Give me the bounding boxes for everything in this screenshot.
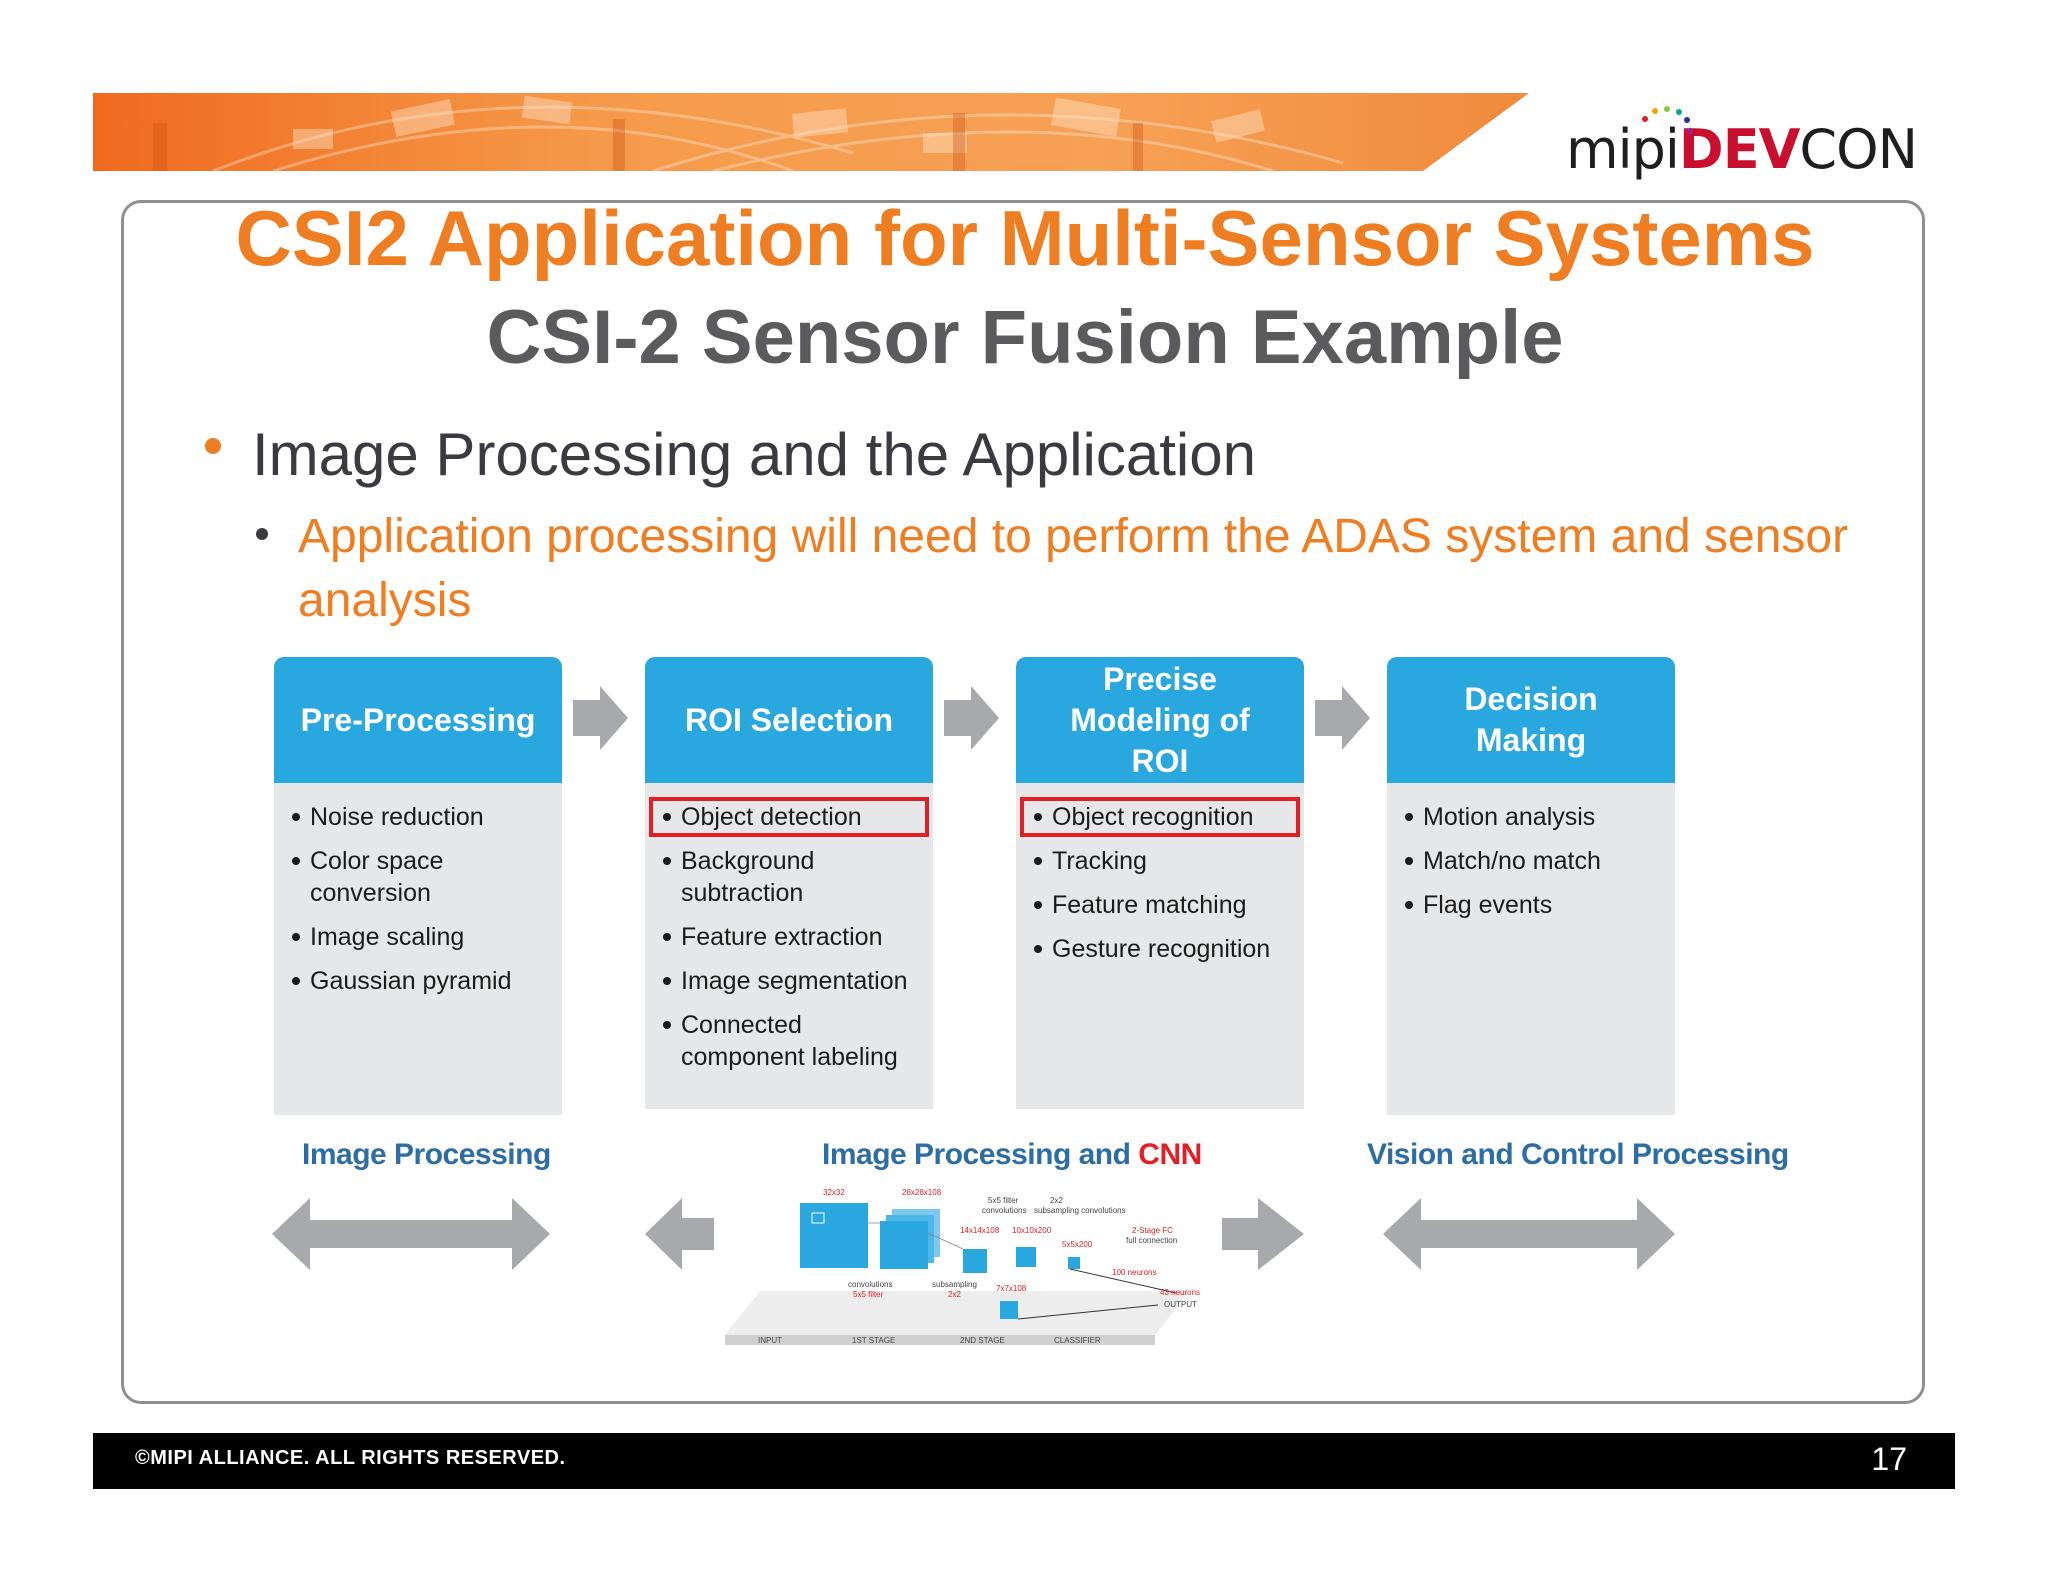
bullet-level2: Application processing will need to perf… xyxy=(298,510,1849,627)
cnn-network-graphic: 32x32 28x28x108 5x5 filter convolutions … xyxy=(725,1188,1200,1345)
logo-mipi: mipi xyxy=(1566,118,1680,181)
stage-items: Motion analysis Match/no match Flag even… xyxy=(1387,783,1675,921)
stage-items: Object detection Background subtraction … xyxy=(645,783,933,1073)
cnn-label: 2x2 xyxy=(1050,1196,1063,1205)
logo-con: CON xyxy=(1799,118,1918,181)
arrow-right-icon xyxy=(1222,1198,1304,1270)
stage-item: Feature matching xyxy=(1028,889,1292,921)
logo-dot xyxy=(1642,116,1648,122)
stage-title: ROI Selection xyxy=(645,657,933,783)
category-vision-control: Vision and Control Processing xyxy=(1367,1138,1789,1171)
logo-dot xyxy=(1652,108,1658,114)
cnn-stage-label: INPUT xyxy=(758,1336,782,1345)
logo-dev: DEV xyxy=(1678,118,1801,181)
stage-items: Noise reduction Color space conversion I… xyxy=(274,783,562,997)
stage-item: Connected component labeling xyxy=(657,1009,907,1073)
bullet-dot xyxy=(205,438,221,454)
slide-title: CSI2 Application for Multi-Sensor System… xyxy=(235,194,1815,282)
cnn-label: 2-Stage FC xyxy=(1132,1226,1173,1235)
stage-item: Flag events xyxy=(1399,889,1663,921)
stage-title: Precise Modeling of ROI xyxy=(1016,657,1304,783)
stage-item: Match/no match xyxy=(1399,845,1663,877)
cnn-stage-label: 1ST STAGE xyxy=(852,1336,895,1345)
bullet-level1: Image Processing and the Application xyxy=(252,421,1256,488)
page-number: 17 xyxy=(1871,1441,1907,1477)
footer-bar: ©MIPI ALLIANCE. ALL RIGHTS RESERVED. 17 xyxy=(93,1433,1955,1489)
arrow-right-icon xyxy=(944,686,999,750)
stage-item-highlighted: Object recognition xyxy=(1020,797,1300,837)
logo-dot xyxy=(1684,117,1690,123)
cnn-label: 7x7x108 xyxy=(996,1284,1027,1293)
stage-item: Image segmentation xyxy=(657,965,921,997)
cnn-label: convolutions xyxy=(982,1206,1026,1215)
cnn-label: OUTPUT xyxy=(1164,1300,1197,1309)
arrow-right-icon xyxy=(573,686,628,750)
cnn-label: full connection xyxy=(1126,1236,1177,1245)
cnn-label: 32x32 xyxy=(823,1188,845,1197)
stage-item: Feature extraction xyxy=(657,921,921,953)
stage-item: Motion analysis xyxy=(1399,801,1663,833)
stage-roi-selection: ROI Selection Object detection Backgroun… xyxy=(645,657,933,1109)
cnn-diagram: 32x32 28x28x108 5x5 filter convolutions … xyxy=(720,1183,1200,1351)
cnn-label: 14x14x108 xyxy=(960,1226,1000,1235)
logo-dot xyxy=(1676,109,1682,115)
mipi-devcon-logo: mipiDEVCON xyxy=(1560,100,1918,190)
category-cnn-prefix: Image Processing and xyxy=(822,1138,1131,1171)
stage-pre-processing: Pre-Processing Noise reduction Color spa… xyxy=(274,657,562,1115)
category-image-processing-cnn: Image Processing and CNN xyxy=(822,1138,1202,1172)
copyright-text: ©MIPI ALLIANCE. ALL RIGHTS RESERVED. xyxy=(135,1447,566,1469)
cnn-label: subsampling xyxy=(932,1280,977,1289)
cnn-label: 28x28x108 xyxy=(902,1188,942,1197)
cnn-label: subsampling convolutions xyxy=(1034,1206,1126,1215)
banner-graphic xyxy=(93,93,1529,171)
stage-item: Tracking xyxy=(1028,845,1292,877)
stage-item: Gesture recognition xyxy=(1028,933,1292,965)
stage-title: Pre-Processing xyxy=(274,657,562,783)
bullet-dot xyxy=(256,528,268,540)
arrow-left-icon xyxy=(645,1198,714,1270)
cnn-label: 43 neurons xyxy=(1160,1288,1200,1297)
cnn-label: 5x5 filter xyxy=(988,1196,1019,1205)
cnn-label: 5x5x200 xyxy=(1062,1240,1093,1249)
logo-wordmark: mipiDEVCON xyxy=(1566,118,1918,181)
category-image-processing: Image Processing xyxy=(302,1138,551,1171)
cnn-label: 2x2 xyxy=(948,1290,961,1299)
stage-items: Object recognition Tracking Feature matc… xyxy=(1016,783,1304,965)
slide-subtitle: CSI-2 Sensor Fusion Example xyxy=(486,295,1564,380)
arrow-right-icon xyxy=(1315,686,1370,750)
stage-item: Background subtraction xyxy=(657,845,827,909)
stage-item: Noise reduction xyxy=(286,801,550,833)
logo-dot xyxy=(1664,106,1670,112)
stage-item: Color space conversion xyxy=(286,845,456,909)
stage-item-highlighted: Object detection xyxy=(649,797,929,837)
cnn-label: 100 neurons xyxy=(1112,1268,1156,1277)
stage-decision-making: Decision Making Motion analysis Match/no… xyxy=(1387,657,1675,1115)
double-arrow-icon xyxy=(1383,1198,1675,1270)
cnn-label: 5x5 filter xyxy=(853,1290,884,1299)
cnn-stage-label: CLASSIFIER xyxy=(1054,1336,1101,1345)
logo-dot xyxy=(1687,128,1693,134)
cnn-label: 10x10x200 xyxy=(1012,1226,1052,1235)
header-banner xyxy=(93,93,1529,171)
cnn-stage-label: 2ND STAGE xyxy=(960,1336,1005,1345)
category-cnn-suffix: CNN xyxy=(1138,1138,1202,1171)
stage-item: Image scaling xyxy=(286,921,550,953)
cnn-label: convolutions xyxy=(848,1280,892,1289)
stage-item: Gaussian pyramid xyxy=(286,965,550,997)
double-arrow-icon xyxy=(272,1198,550,1270)
stage-precise-modeling: Precise Modeling of ROI Object recogniti… xyxy=(1016,657,1304,1109)
stage-title: Decision Making xyxy=(1387,657,1675,783)
